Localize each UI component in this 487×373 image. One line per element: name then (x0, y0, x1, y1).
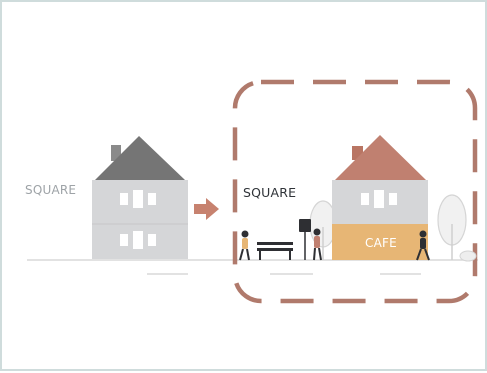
cafe-front (332, 224, 428, 260)
person-icon (313, 228, 322, 261)
bench-icon (257, 242, 293, 260)
cafe-label: CAFE (365, 236, 397, 250)
signpost-icon (299, 219, 311, 260)
person-icon (239, 230, 250, 261)
tree-icon (437, 194, 467, 260)
arrow-right-icon (194, 198, 219, 220)
bush-icon (459, 250, 477, 262)
dashed-frame (232, 79, 478, 304)
right-house-icon (332, 135, 428, 260)
left-house-icon (92, 136, 188, 259)
person-icon (416, 230, 430, 261)
left-square-label: SQUARE (25, 183, 77, 197)
right-square-label: SQUARE (243, 185, 297, 200)
